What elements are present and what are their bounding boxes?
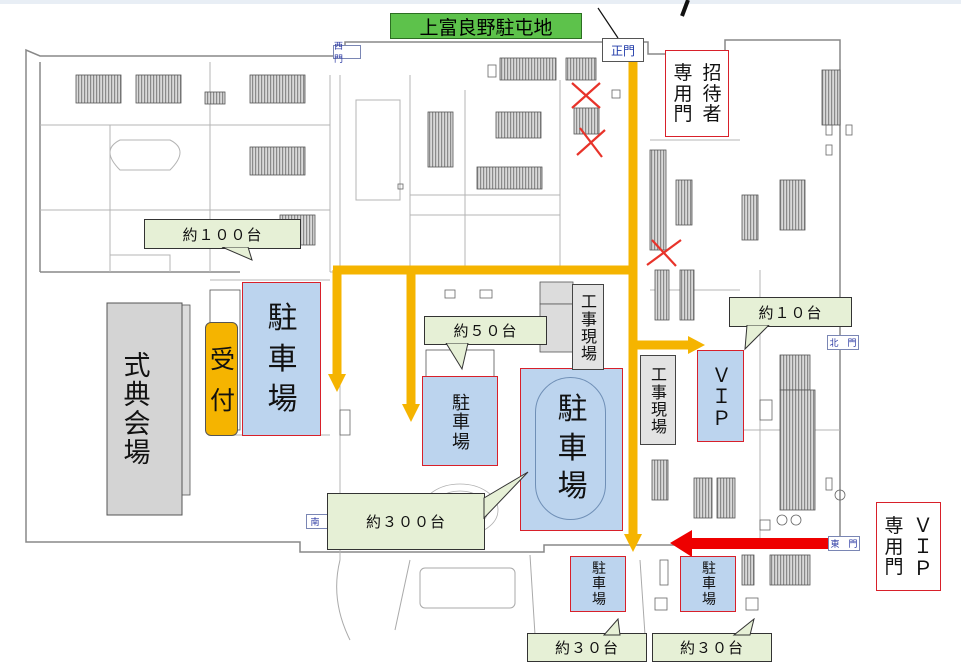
- vip-lot-callout-tail: [744, 325, 770, 351]
- south-lot-1-callout-tail: [602, 618, 621, 636]
- west-parking-lot: 駐車場: [242, 282, 321, 436]
- south-approach: [336, 554, 646, 641]
- west-lot-capacity: 約１００台: [182, 225, 263, 244]
- south-parking-lot-2: 駐車場: [680, 556, 736, 612]
- construction-site-east: 工事現場: [640, 355, 676, 445]
- south-lot-1-capacity: 約３０台: [554, 639, 619, 657]
- construction-site-north: 工事現場: [572, 284, 604, 370]
- closed-road-marks: [571, 82, 682, 267]
- reception-box: 受付: [205, 322, 238, 436]
- south-parking-lot-1: 駐車場: [570, 556, 626, 612]
- east-gate-label: 東 門: [828, 536, 860, 551]
- north-gate-text: 北 門: [829, 339, 857, 349]
- west-gate-label: 西 門: [333, 42, 361, 65]
- main-gate-label: 正門: [602, 38, 644, 62]
- south-lot-1-capacity-callout: 約３０台: [527, 633, 647, 662]
- route-arrows: [332, 62, 690, 538]
- map-title: 上富良野駐屯地: [390, 13, 582, 39]
- west-lot-capacity-callout: 約１００台: [144, 219, 301, 249]
- south-lot-2-callout-tail: [732, 618, 755, 636]
- guest-gate-label: 専用門 招待者: [665, 50, 729, 137]
- south-lot-2-capacity: 約３０台: [679, 639, 744, 657]
- center-parking-lot: 駐車場: [422, 376, 498, 466]
- track-lot-capacity: 約３００台: [365, 513, 446, 531]
- center-lot-capacity-callout: 約５０台: [424, 316, 547, 345]
- north-gate-label: 北 門: [827, 335, 859, 350]
- leader-line: [597, 7, 619, 39]
- ceremony-hall-building: [106, 302, 183, 516]
- buildings: [75, 57, 841, 586]
- east-gate-text: 東 門: [830, 540, 858, 550]
- south-gate-text: 南 門: [310, 518, 338, 528]
- ceremony-hall-label: 式典会場: [123, 350, 151, 470]
- vip-route-arrow: [670, 530, 830, 557]
- center-lot-capacity: 約５０台: [453, 322, 518, 340]
- map-title-text: 上富良野駐屯地: [419, 16, 553, 39]
- small-structures: [339, 64, 853, 611]
- west-gate-text: 西 門: [334, 42, 353, 65]
- top-mark: [680, 0, 690, 17]
- track-lot-capacity-callout: 約３００台: [327, 493, 485, 550]
- main-gate-text: 正門: [610, 43, 635, 58]
- track-parking-lot: 駐車場: [520, 368, 623, 531]
- vip-lot-capacity-callout: 約１０台: [729, 297, 852, 327]
- west-lot-callout-tail: [221, 247, 253, 261]
- center-lot-callout-tail: [445, 343, 469, 371]
- track-lot-callout-tail: [483, 471, 529, 520]
- vip-lot-capacity: 約１０台: [758, 303, 823, 322]
- route-arrowheads: [328, 336, 705, 552]
- south-lot-2-capacity-callout: 約３０台: [652, 633, 772, 662]
